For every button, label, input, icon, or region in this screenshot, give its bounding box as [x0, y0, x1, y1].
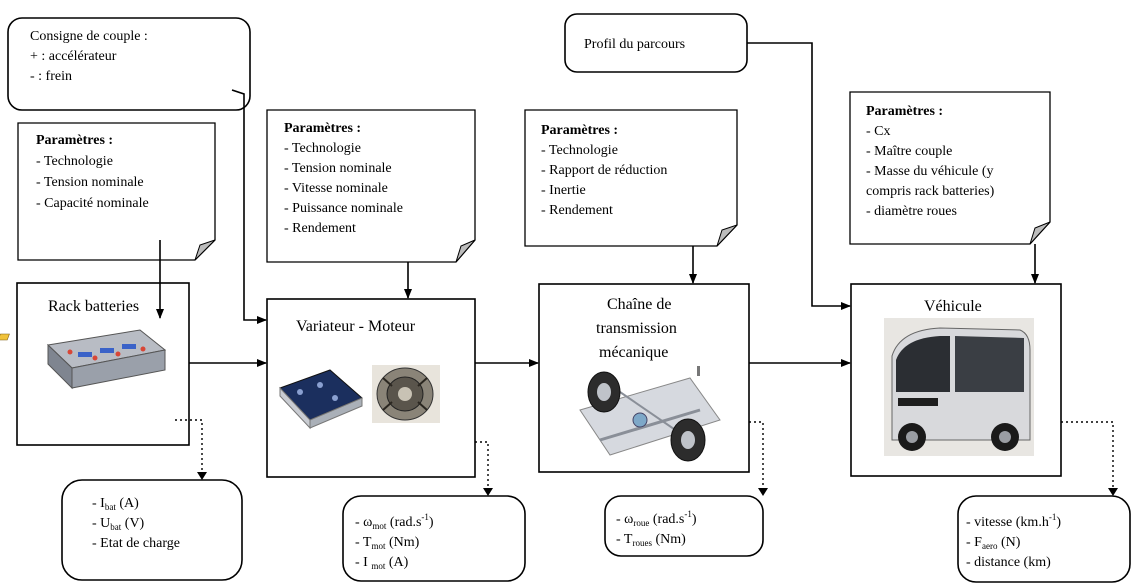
arrow-profil-vehicle — [747, 42, 851, 310]
params-vehicle-item: compris rack batteries) — [866, 184, 995, 199]
connectors — [156, 42, 1118, 496]
params-vehicle-item: - Maître couple — [866, 144, 952, 159]
params-motor-note: Paramètres : - Technologie - Tension nom… — [266, 109, 476, 263]
params-motor-item: - Puissance nominale — [284, 201, 403, 216]
arrow-consigne-motor — [231, 89, 267, 324]
output-vehicle-box: - vitesse (km.h-1) - Faero (N) - distanc… — [957, 495, 1131, 583]
params-motor-item: - Rendement — [284, 221, 356, 236]
params-battery-item: - Capacité nominale — [36, 196, 149, 211]
dotted-motor-output — [475, 441, 489, 494]
params-vehicle-item: - diamètre roues — [866, 204, 957, 219]
params-vehicle-header: Paramètres : — [866, 104, 943, 119]
block-trans-title-line2: transmission — [596, 320, 677, 337]
out-battery-voltage: - Ubat (V) — [92, 516, 145, 532]
output-motor-box: - ωmot (rad.s-1) - Tmot (Nm) - I mot (A) — [342, 495, 526, 582]
params-motor-item: - Tension nominale — [284, 161, 392, 176]
consigne-note: Consigne de couple : + : accélérateur - … — [7, 17, 251, 111]
output-transmission-box: - ωroue (rad.s-1) - Troues (Nm) — [604, 495, 764, 557]
output-battery-box: - Ibat (A) - Ubat (V) - Etat de charge — [61, 479, 243, 581]
out-motor-torque: - Tmot (Nm) — [355, 535, 420, 551]
profil-label: Profil du parcours — [584, 37, 685, 52]
consigne-line-frein: - : frein — [30, 69, 72, 84]
block-trans-title-line3: mécanique — [599, 344, 668, 361]
params-trans-item: - Rendement — [541, 203, 613, 218]
out-trans-speed: - ωroue (rad.s-1) — [616, 509, 697, 528]
out-battery-current: - Ibat (A) — [92, 496, 139, 512]
dotted-transmission-output — [749, 421, 764, 494]
consigne-line-accel: + : accélérateur — [30, 49, 117, 64]
block-vehicle-title: Véhicule — [924, 298, 982, 315]
params-trans-item: - Inertie — [541, 183, 586, 198]
out-battery-soc: - Etat de charge — [92, 536, 180, 551]
out-trans-torque: - Troues (Nm) — [616, 532, 686, 548]
params-vehicle-item: - Masse du véhicule (y — [866, 164, 994, 179]
params-battery-header: Paramètres : — [36, 133, 113, 148]
block-battery-title: Rack batteries — [48, 298, 139, 315]
drivetrain-image — [579, 366, 721, 462]
profil-note: Profil du parcours — [564, 13, 748, 73]
params-trans-item: - Rapport de réduction — [541, 163, 667, 178]
params-trans-header: Paramètres : — [541, 123, 618, 138]
out-motor-speed: - ωmot (rad.s-1) — [355, 512, 434, 531]
dotted-vehicle-output — [1061, 421, 1114, 494]
consigne-title: Consigne de couple : — [30, 29, 148, 44]
block-battery: Rack batteries — [0, 282, 190, 446]
params-motor-item: - Vitesse nominale — [284, 181, 388, 196]
block-vehicle: Véhicule — [850, 283, 1062, 477]
params-battery-note: Paramètres : - Technologie - Tension nom… — [17, 122, 216, 261]
params-vehicle-item: - Cx — [866, 124, 891, 139]
vehicle-image — [884, 318, 1034, 456]
controller-image — [279, 369, 363, 430]
battery-pack-image — [0, 329, 167, 390]
dotted-battery-output — [175, 419, 203, 478]
block-motor: Variateur - Moteur — [266, 298, 476, 478]
params-battery-item: - Tension nominale — [36, 175, 144, 190]
params-vehicle-note: Paramètres : - Cx - Maître couple - Mass… — [849, 91, 1051, 245]
params-battery-item: - Technologie — [36, 154, 113, 169]
block-motor-title: Variateur - Moteur — [296, 318, 416, 335]
out-motor-current: - I mot (A) — [355, 555, 409, 571]
params-trans-item: - Technologie — [541, 143, 618, 158]
params-motor-item: - Technologie — [284, 141, 361, 156]
out-vehicle-aero-force: - Faero (N) — [966, 535, 1021, 551]
params-motor-header: Paramètres : — [284, 121, 361, 136]
block-transmission: Chaîne de transmission mécanique — [538, 283, 750, 473]
block-trans-title-line1: Chaîne de — [607, 296, 671, 313]
out-vehicle-speed: - vitesse (km.h-1) — [966, 512, 1061, 530]
params-transmission-note: Paramètres : - Technologie - Rapport de … — [524, 109, 738, 247]
motor-image — [372, 365, 440, 423]
out-vehicle-distance: - distance (km) — [966, 555, 1051, 570]
